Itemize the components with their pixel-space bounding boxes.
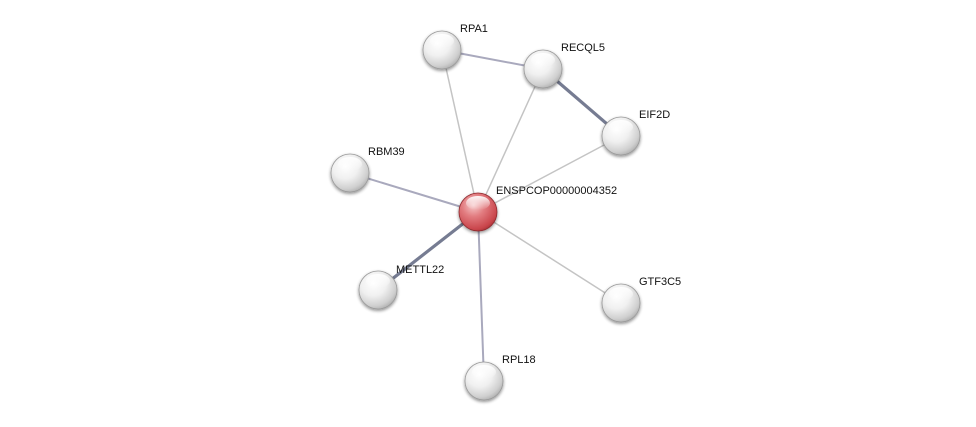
edge-enspcop00000004352-eif2d[interactable] — [477, 135, 622, 213]
node-gtf3c5[interactable]: GTF3C5 — [601, 276, 681, 323]
node-highlight — [472, 365, 496, 379]
node-highlight — [531, 53, 555, 67]
edge-enspcop00000004352-recql5[interactable] — [477, 68, 544, 213]
edge-enspcop00000004352-rpa1[interactable] — [441, 49, 479, 213]
edge-enspcop00000004352-gtf3c5[interactable] — [477, 211, 622, 304]
edge-enspcop00000004352-rpl18[interactable] — [477, 211, 485, 382]
node-highlight — [338, 157, 362, 171]
node-highlight — [430, 34, 454, 48]
node-highlight — [466, 196, 490, 210]
node-rpl18[interactable]: RPL18 — [464, 354, 536, 401]
node-highlight — [609, 287, 633, 301]
node-label: METTL22 — [396, 264, 444, 276]
node-eif2d[interactable]: EIF2D — [601, 109, 670, 156]
node-rpa1[interactable]: RPA1 — [422, 23, 488, 70]
node-label: RBM39 — [368, 146, 405, 158]
node-highlight — [609, 120, 633, 134]
node-recql5[interactable]: RECQL5 — [523, 42, 605, 89]
node-label: ENSPCOP00000004352 — [496, 185, 617, 197]
node-label: RECQL5 — [561, 42, 605, 54]
node-label: EIF2D — [639, 109, 670, 121]
node-enspcop00000004352[interactable]: ENSPCOP00000004352 — [458, 185, 617, 232]
node-label: GTF3C5 — [639, 276, 681, 288]
node-highlight — [366, 274, 390, 288]
edge-enspcop00000004352-mettl22[interactable] — [376, 210, 480, 292]
node-label: RPL18 — [502, 354, 536, 366]
edge-enspcop00000004352-rbm39[interactable] — [349, 172, 479, 213]
node-rbm39[interactable]: RBM39 — [330, 146, 405, 193]
node-label: RPA1 — [460, 23, 488, 35]
node-mettl22[interactable]: METTL22 — [358, 264, 444, 310]
